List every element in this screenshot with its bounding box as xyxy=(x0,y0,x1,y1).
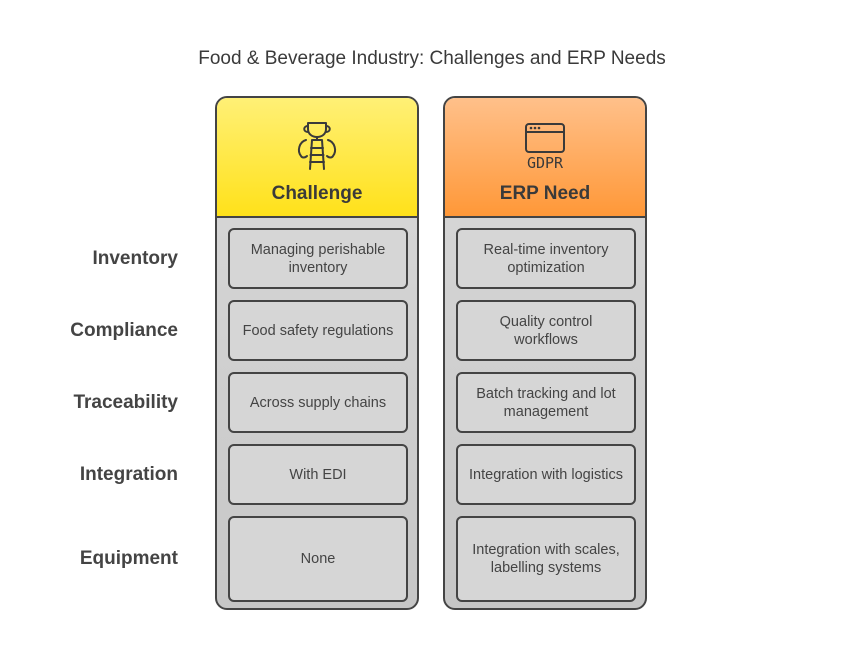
row-label-equipment: Equipment xyxy=(79,548,178,569)
erp-cell-inventory: Real-time inventory optimization xyxy=(456,228,636,289)
erp-cell-traceability: Batch tracking and lot management xyxy=(456,372,636,433)
row-label-integration: Integration xyxy=(79,464,178,485)
row-label-inventory: Inventory xyxy=(92,248,178,269)
erp-need-header: GDPR ERP Need xyxy=(445,98,645,218)
erp-need-title: ERP Need xyxy=(499,183,591,204)
erp-need-column: GDPR ERP Need Real-time inventory optimi… xyxy=(443,96,647,610)
erp-cell-compliance: Quality control workflows xyxy=(456,300,636,361)
gdpr-icon-label: GDPR xyxy=(527,154,564,172)
challenge-cell-inventory: Managing perishable inventory xyxy=(228,228,408,289)
gdpr-window-icon: GDPR xyxy=(525,123,565,172)
challenge-cell-compliance: Food safety regulations xyxy=(228,300,408,361)
challenge-title: Challenge xyxy=(271,183,363,204)
row-label-compliance: Compliance xyxy=(70,320,178,341)
challenge-cell-integration: With EDI xyxy=(228,444,408,505)
challenge-cell-traceability: Across supply chains xyxy=(228,372,408,433)
challenge-column: Challenge Managing perishable inventory … xyxy=(215,96,419,610)
challenge-header: Challenge xyxy=(217,98,417,218)
erp-cell-integration: Integration with logistics xyxy=(456,444,636,505)
trophy-ladder-icon xyxy=(297,122,337,170)
challenge-cell-equipment: None xyxy=(228,516,408,602)
erp-cell-equipment: Integration with scales, labelling syste… xyxy=(456,516,636,602)
diagram-title: Food & Beverage Industry: Challenges and… xyxy=(198,48,666,69)
row-label-traceability: Traceability xyxy=(73,392,178,413)
